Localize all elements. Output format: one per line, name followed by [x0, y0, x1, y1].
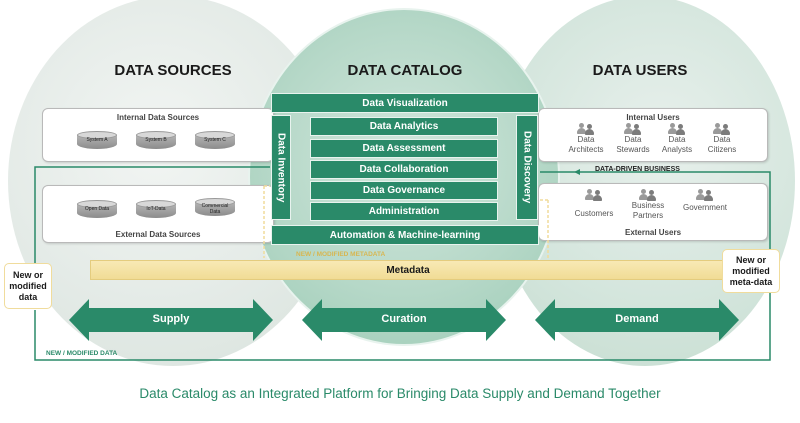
internal-users-box: Internal Users Data Architects Data Stew… — [538, 108, 768, 162]
database-cylinder-icon: System B — [136, 131, 176, 151]
data-collaboration-bar: Data Collaboration — [310, 160, 498, 179]
source-label: System C — [204, 137, 226, 143]
source-label: Commercial Data — [201, 203, 229, 215]
new-metadata-label: NEW / MODIFIED METADATA — [296, 251, 386, 258]
data-catalog-title: DATA CATALOG — [347, 62, 463, 79]
new-or-modified-data-note: New or modified data — [4, 263, 52, 309]
database-cylinder-icon: Open Data — [77, 200, 117, 220]
curation-label: Curation — [381, 313, 427, 325]
internal-users-title: Internal Users — [626, 113, 680, 122]
people-icon — [577, 123, 595, 135]
demand-arrow — [535, 299, 739, 341]
user-label: Customers — [574, 209, 614, 218]
data-driven-business-label: DATA-DRIVEN BUSINESS — [595, 166, 680, 173]
user-label: Data Architects — [568, 135, 604, 154]
source-label: System A — [86, 137, 108, 143]
user-label: Data Stewards — [616, 135, 650, 154]
user-group-data-architects: Data Architects — [564, 123, 608, 155]
user-label: Data Analysts — [661, 135, 693, 154]
new-modified-data-label: NEW / MODIFIED DATA — [46, 350, 118, 357]
metadata-label: Metadata — [386, 264, 430, 276]
database-cylinder-icon: System C — [195, 131, 235, 151]
figure-caption: Data Catalog as an Integrated Platform f… — [139, 386, 661, 401]
user-group-data-citizens: Data Citizens — [700, 123, 744, 155]
external-data-sources-box: Open Data IoT-Data Commercial Data Exter… — [42, 185, 274, 243]
user-group-government: Government — [679, 189, 731, 213]
demand-label: Demand — [615, 313, 659, 325]
data-sources-title: DATA SOURCES — [114, 62, 232, 79]
user-group-business-partners: Business Partners — [623, 189, 673, 221]
data-catalog-circle — [248, 8, 560, 346]
data-inventory-bar: Data Inventory — [271, 115, 291, 220]
data-governance-bar: Data Governance — [310, 181, 498, 200]
external-users-box: Customers Business Partners Government E… — [538, 183, 768, 241]
data-assessment-bar: Data Assessment — [310, 139, 498, 158]
automation-ml-bar: Automation & Machine-learning — [271, 225, 539, 245]
data-discovery-bar: Data Discovery — [516, 115, 538, 220]
internal-data-sources-title: Internal Data Sources — [116, 113, 200, 122]
metadata-bar: Metadata — [90, 260, 726, 280]
data-users-title: DATA USERS — [592, 62, 688, 79]
source-label: System B — [145, 137, 167, 143]
user-label: Government — [682, 203, 728, 212]
database-cylinder-icon: System A — [77, 131, 117, 151]
data-analytics-bar: Data Analytics — [310, 117, 498, 136]
curation-arrow — [302, 299, 506, 341]
supply-arrow — [69, 299, 273, 341]
people-icon — [713, 123, 731, 135]
administration-bar: Administration — [310, 202, 498, 221]
people-icon — [668, 123, 686, 135]
database-cylinder-icon: IoT-Data — [136, 200, 176, 220]
people-icon — [624, 123, 642, 135]
source-label: IoT-Data — [146, 206, 166, 212]
people-icon — [585, 189, 603, 201]
supply-label: Supply — [152, 313, 190, 325]
source-label: Open Data — [84, 206, 110, 212]
data-visualization-bar: Data Visualization — [271, 93, 539, 113]
user-label: Business Partners — [631, 201, 665, 220]
new-or-modified-metadata-note: New or modified meta-data — [722, 249, 780, 293]
people-icon — [639, 189, 657, 201]
user-group-customers: Customers — [569, 189, 619, 219]
database-cylinder-icon: Commercial Data — [195, 198, 235, 218]
user-group-data-analysts: Data Analysts — [655, 123, 699, 155]
user-group-data-stewards: Data Stewards — [611, 123, 655, 155]
external-data-sources-title: External Data Sources — [115, 230, 201, 239]
internal-data-sources-box: Internal Data Sources System A System B … — [42, 108, 274, 162]
user-label: Data Citizens — [707, 135, 737, 154]
external-users-title: External Users — [624, 228, 682, 237]
people-icon — [696, 189, 714, 201]
